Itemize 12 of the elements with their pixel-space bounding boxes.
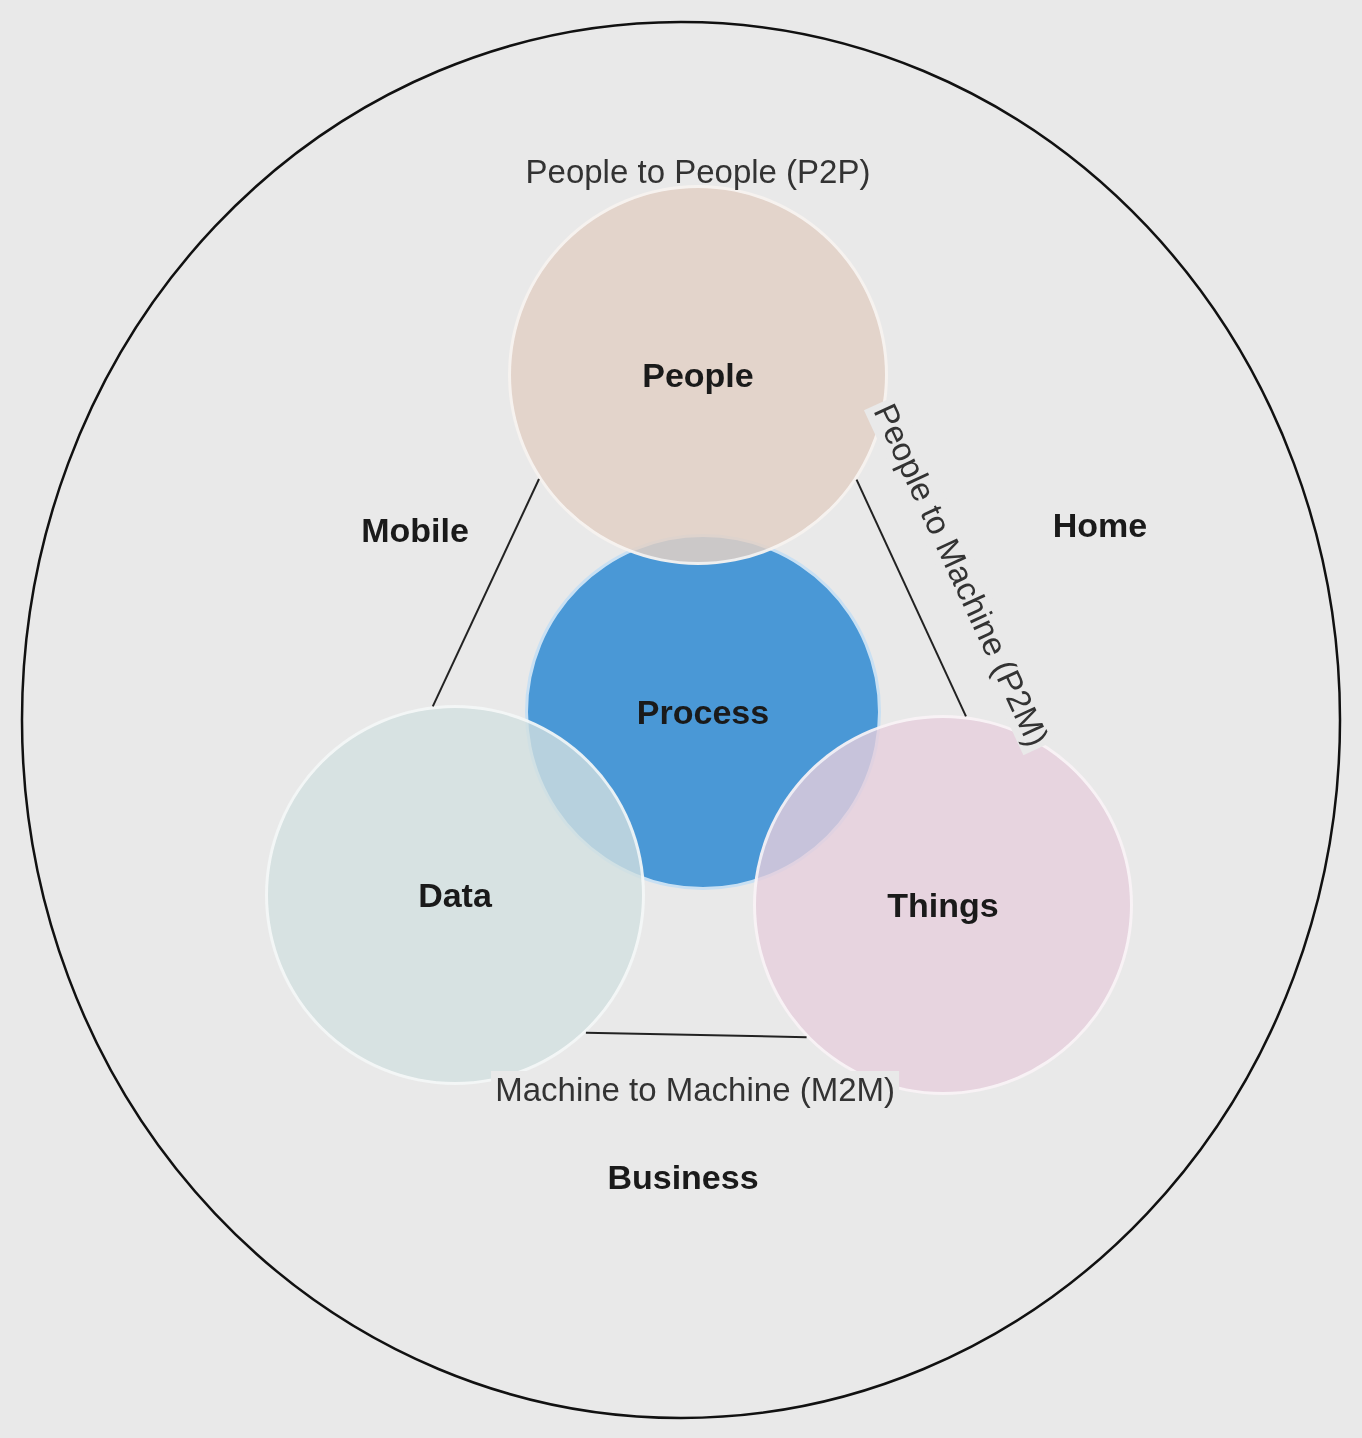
- outer-circle: [20, 20, 1342, 1420]
- circle-label: Data: [418, 875, 492, 915]
- circle-label: People: [642, 355, 754, 395]
- circle-label: Process: [636, 692, 770, 732]
- region-label: Business: [607, 1157, 759, 1197]
- edge-label: Machine to Machine (M2M): [491, 1070, 899, 1109]
- connector-line: [584, 1031, 808, 1039]
- region-label: Mobile: [361, 510, 469, 550]
- circle-caption: People to People (P2P): [525, 153, 871, 191]
- connector-line: [855, 478, 967, 718]
- connector-line: [431, 478, 540, 708]
- circle-label: Things: [887, 885, 999, 925]
